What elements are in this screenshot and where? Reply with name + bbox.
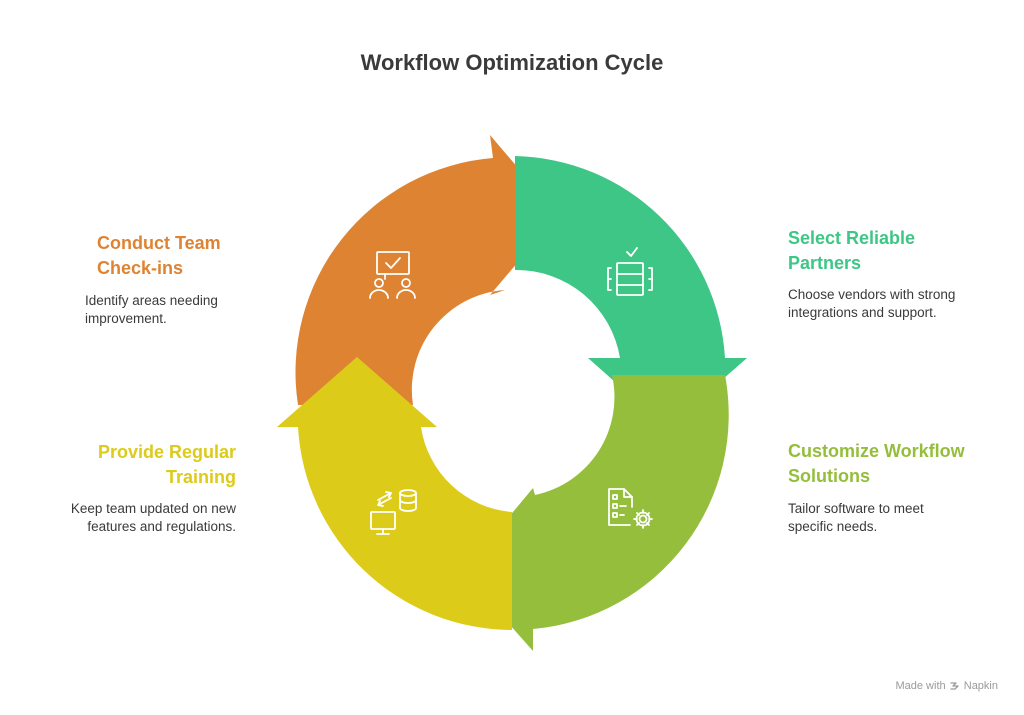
segment-conduct-team-checkins (295, 135, 558, 405)
step-title-line: Partners (788, 253, 862, 273)
step-title-line: Check-ins (97, 258, 184, 278)
step-title-conduct-team-checkins: Conduct Team Check-ins (97, 231, 221, 281)
segment-customize-workflow-solutions (463, 375, 729, 651)
step-desc-select-reliable-partners: Choose vendors with strong integrations … (788, 286, 955, 322)
made-with-label: Made with (895, 680, 946, 692)
step-title-select-reliable-partners: Select Reliable Partners (788, 226, 915, 276)
step-title-line: Training (165, 467, 236, 487)
step-desc-line: specific needs. (788, 519, 878, 534)
step-desc-line: integrations and support. (788, 305, 937, 320)
step-desc-line: improvement. (85, 311, 167, 326)
step-title-line: Select Reliable (788, 228, 916, 248)
step-title-line: Solutions (788, 466, 870, 486)
segment-select-reliable-partners (515, 156, 747, 428)
computer-database-sync-icon (370, 489, 417, 535)
server-check-icon (607, 247, 653, 296)
step-desc-line: Tailor software to meet (788, 501, 924, 516)
step-desc-line: Identify areas needing (85, 293, 218, 308)
segment-provide-regular-training (277, 357, 512, 630)
step-desc-provide-regular-training: Keep team updated on new features and re… (20, 500, 236, 536)
step-title-provide-regular-training: Provide Regular Training (40, 440, 236, 490)
step-title-customize-workflow-solutions: Customize Workflow Solutions (788, 439, 965, 489)
step-desc-customize-workflow-solutions: Tailor software to meet specific needs. (788, 500, 924, 536)
team-chat-icon (369, 251, 416, 299)
step-title-line: Provide Regular (97, 442, 236, 462)
page-title: Workflow Optimization Cycle (360, 50, 664, 75)
made-with-napkin-footer: Made with Napkin (895, 680, 998, 692)
document-gear-icon (608, 488, 653, 529)
step-title-line: Conduct Team (97, 233, 221, 253)
step-desc-line: Choose vendors with strong (788, 287, 956, 302)
napkin-brand-label: Napkin (963, 680, 998, 692)
step-desc-line: features and regulations. (87, 519, 236, 534)
step-desc-conduct-team-checkins: Identify areas needing improvement. (85, 292, 218, 328)
step-title-line: Customize Workflow (788, 441, 965, 461)
step-desc-line: Keep team updated on new (70, 501, 236, 516)
napkin-logo-icon (950, 682, 959, 690)
